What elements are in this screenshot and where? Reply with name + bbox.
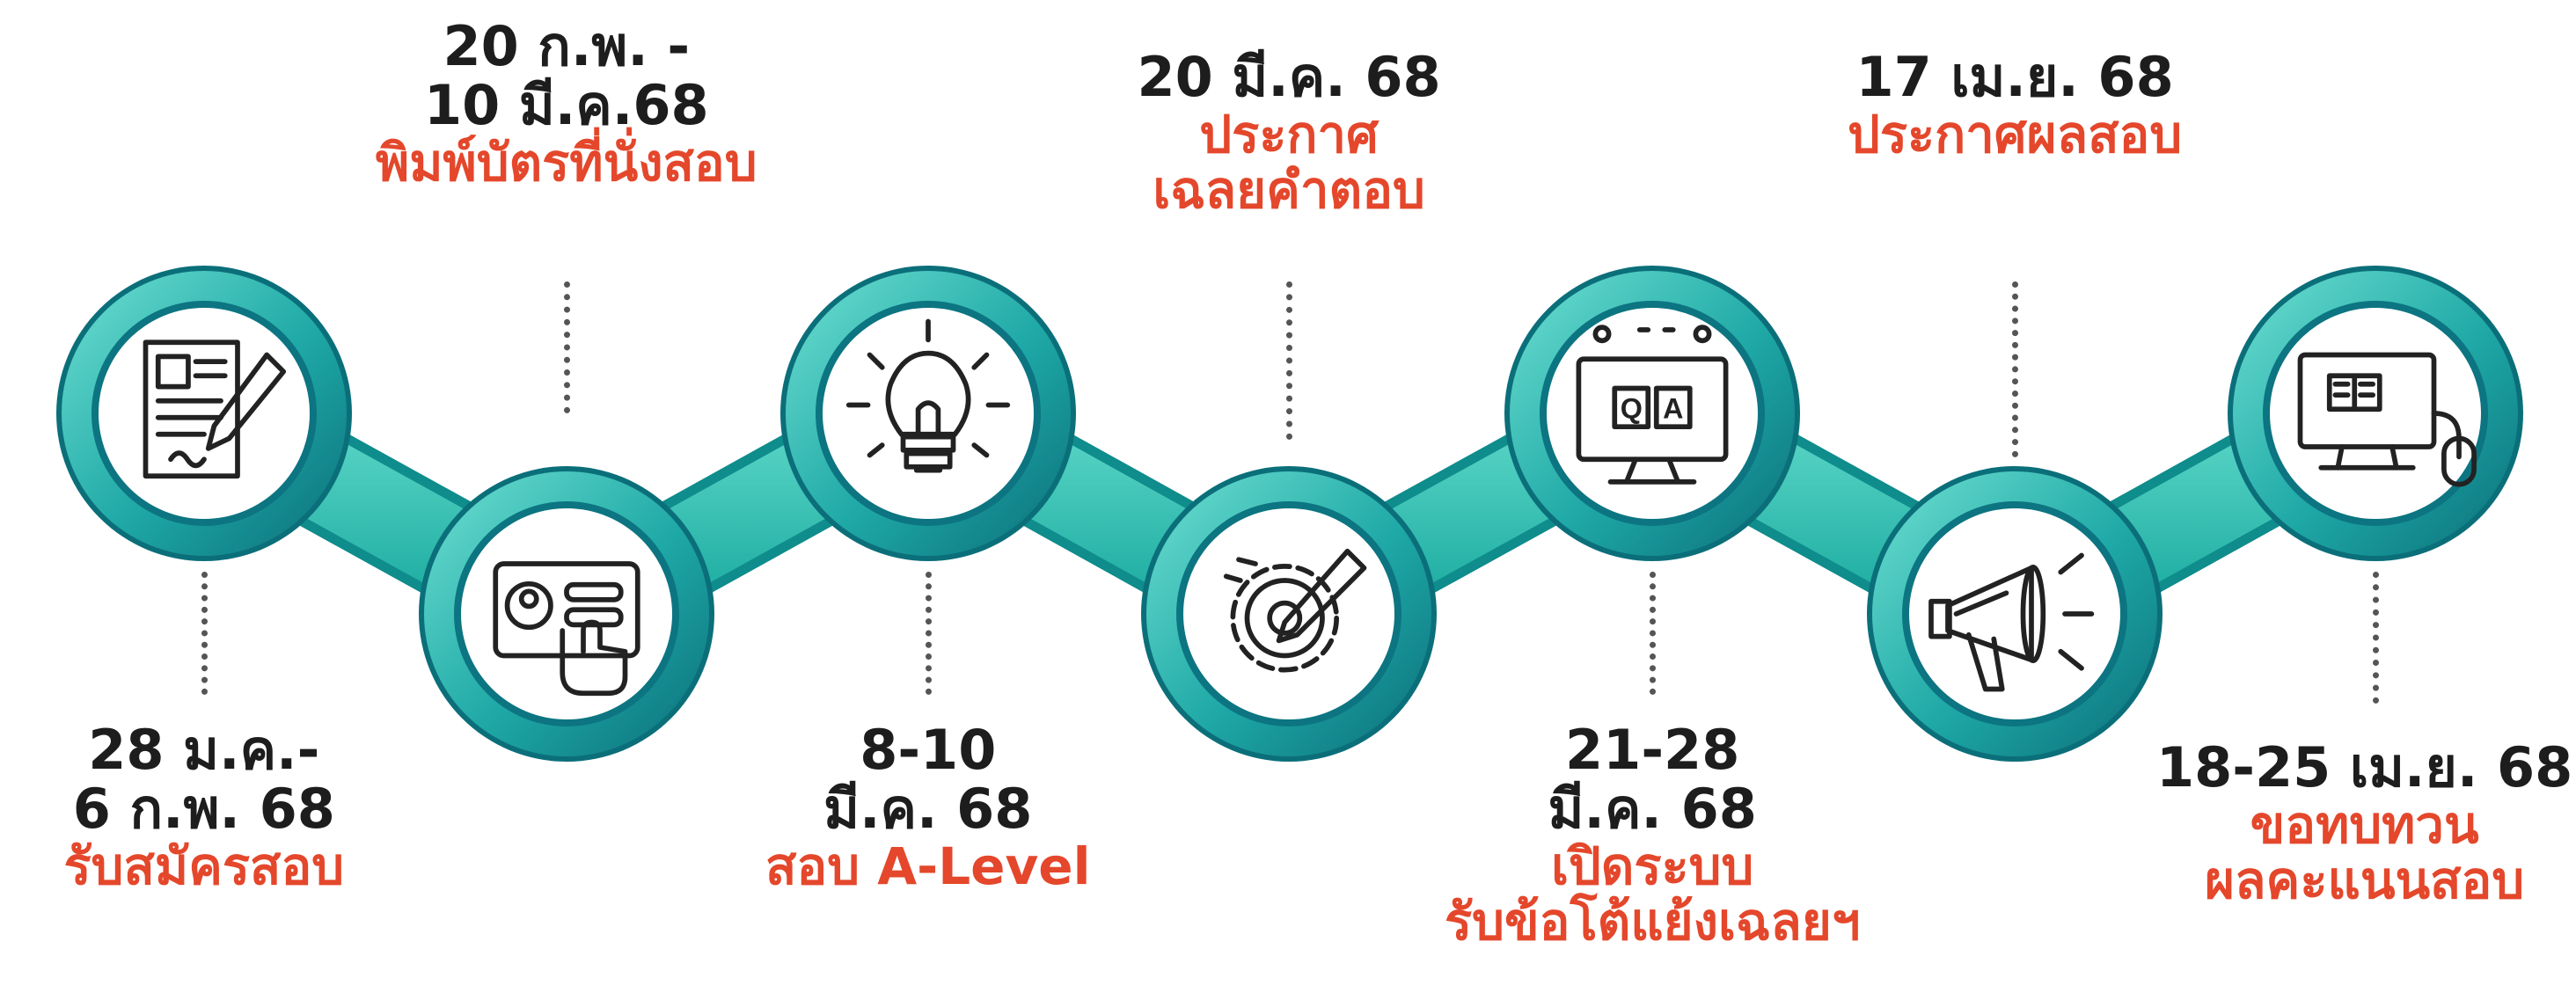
step-title: สอบ A-Level <box>765 836 1091 896</box>
gear-pencil-icon <box>1223 548 1367 673</box>
timeline-node-5: Q A <box>1504 266 1800 561</box>
step-date: 18-25 เม.ย. 68 <box>2156 735 2573 799</box>
step-title: ผลคะแนนสอบ <box>2205 850 2525 910</box>
computer-mouse-icon <box>2297 352 2477 487</box>
qa-monitor-icon: Q A <box>1576 325 1729 485</box>
step-title: เฉลยคำตอบ <box>1153 159 1425 220</box>
step-date: มี.ค. 68 <box>823 776 1033 841</box>
dotted-connector <box>201 572 208 695</box>
dotted-connector <box>1286 281 1292 440</box>
node-face <box>99 308 310 519</box>
dotted-connector <box>2373 572 2379 704</box>
timeline-node-3 <box>780 266 1076 561</box>
megaphone-icon <box>1928 552 2095 692</box>
step-title: ประกาศ <box>1199 104 1379 164</box>
step-date: 10 มี.ค.68 <box>424 72 709 137</box>
step-title: รับข้อโต้แย้งเฉลยฯ <box>1445 891 1861 952</box>
step-date: 6 ก.พ. 68 <box>72 776 335 841</box>
dotted-connector <box>2012 281 2018 457</box>
step-title: ประกาศผลสอบ <box>1848 104 2183 164</box>
lightbulb-icon <box>845 318 1011 473</box>
step-date: 28 ม.ค.- <box>88 718 320 782</box>
dotted-connector <box>1650 572 1656 695</box>
step-date: มี.ค. 68 <box>1548 776 1757 841</box>
node-face <box>1909 508 2120 719</box>
step-date: 20 ก.พ. - <box>443 14 691 78</box>
timeline-node-1 <box>56 266 352 561</box>
step-title: พิมพ์บัตรที่นั่งสอบ <box>376 132 757 193</box>
svg-text:A: A <box>1663 393 1683 425</box>
step-date: 17 เม.ย. 68 <box>1855 45 2174 109</box>
timeline-node-6 <box>1867 466 2163 762</box>
step-date: 8-10 <box>860 718 997 782</box>
timeline-node-4 <box>1141 466 1437 762</box>
step-date: 21-28 <box>1565 718 1740 782</box>
svg-text:Q: Q <box>1621 393 1643 425</box>
application-form-icon <box>143 339 287 479</box>
id-card-hand-icon <box>493 561 640 697</box>
step-title: เปิดระบบ <box>1551 836 1754 896</box>
dotted-connector <box>564 281 570 413</box>
dotted-connector <box>926 572 932 695</box>
timeline-node-7 <box>2228 266 2523 561</box>
step-title: รับสมัครสอบ <box>63 836 345 896</box>
step-date: 20 มี.ค. 68 <box>1137 45 1441 109</box>
step-title: ขอทบทวน <box>2250 794 2479 855</box>
timeline-node-2 <box>419 466 714 762</box>
